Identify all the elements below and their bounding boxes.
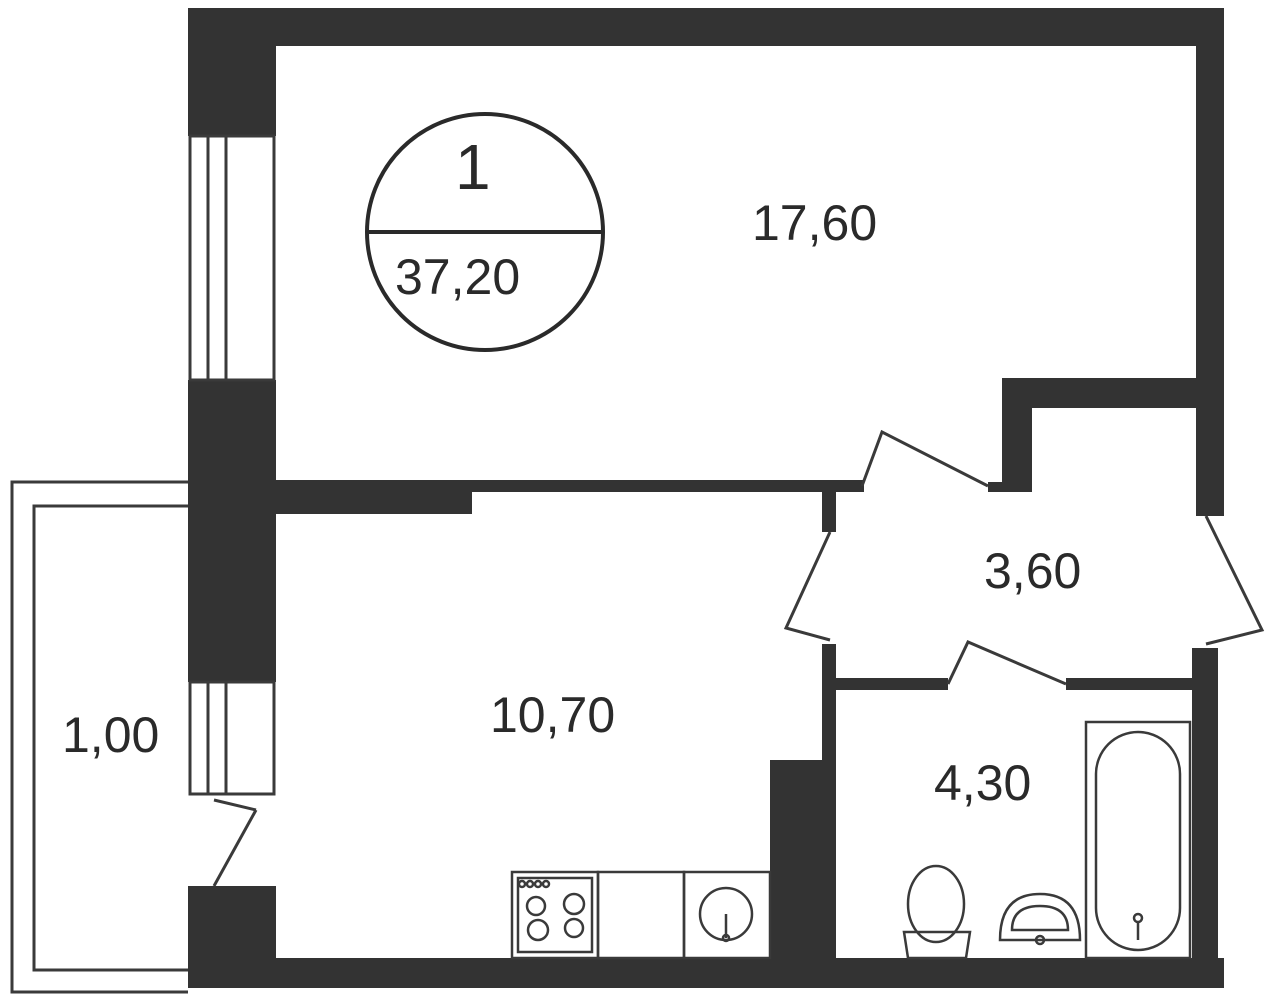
wall-hall-stub — [988, 482, 1032, 492]
wall-living-kitchen-thin — [472, 480, 864, 492]
door-bathroom — [946, 640, 1067, 686]
wall-right-upper — [1196, 8, 1224, 516]
badge-circle — [365, 112, 605, 352]
counter — [596, 870, 686, 960]
window-kitchen — [188, 680, 276, 796]
apartment-badge — [365, 112, 605, 352]
wall-bath-top-right — [1066, 678, 1192, 690]
toilet — [906, 864, 966, 944]
badge-room-count: 1 — [455, 131, 491, 203]
room-area-living: 17,60 — [752, 195, 878, 251]
doors — [783, 429, 1265, 686]
room-area-bathroom: 4,30 — [934, 755, 1032, 811]
bathroom-fixtures — [902, 720, 1192, 960]
door-entrance — [1204, 515, 1265, 646]
wall-bath-top-left — [836, 678, 948, 690]
wall-kitchen-hall-upper — [822, 490, 836, 532]
badge-total-area: 37,20 — [395, 249, 521, 305]
wall-top — [188, 8, 1224, 46]
walls — [188, 8, 1224, 988]
wall-right-lower — [1192, 648, 1218, 988]
wall-living-kitchen — [276, 480, 472, 514]
balcony — [10, 480, 258, 994]
room-area-kitchen: 10,70 — [490, 687, 616, 743]
sink-bath — [998, 892, 1082, 942]
door-living — [860, 429, 989, 488]
kitchen-niche — [770, 760, 836, 958]
wall-hall-side — [1002, 378, 1032, 492]
room-area-hall: 3,60 — [984, 543, 1082, 599]
window-living — [188, 134, 276, 382]
bathtub — [1084, 720, 1192, 960]
door-kitchen — [783, 531, 832, 642]
wall-left-top — [188, 8, 276, 136]
sink-kitchen — [682, 870, 772, 960]
room-area-balcony: 1,00 — [62, 707, 160, 763]
windows — [188, 134, 276, 796]
wall-bottom — [188, 958, 1224, 988]
wall-left-middle — [188, 380, 276, 682]
kitchen-fixtures — [510, 870, 772, 960]
wall-hall-top — [1002, 378, 1198, 408]
